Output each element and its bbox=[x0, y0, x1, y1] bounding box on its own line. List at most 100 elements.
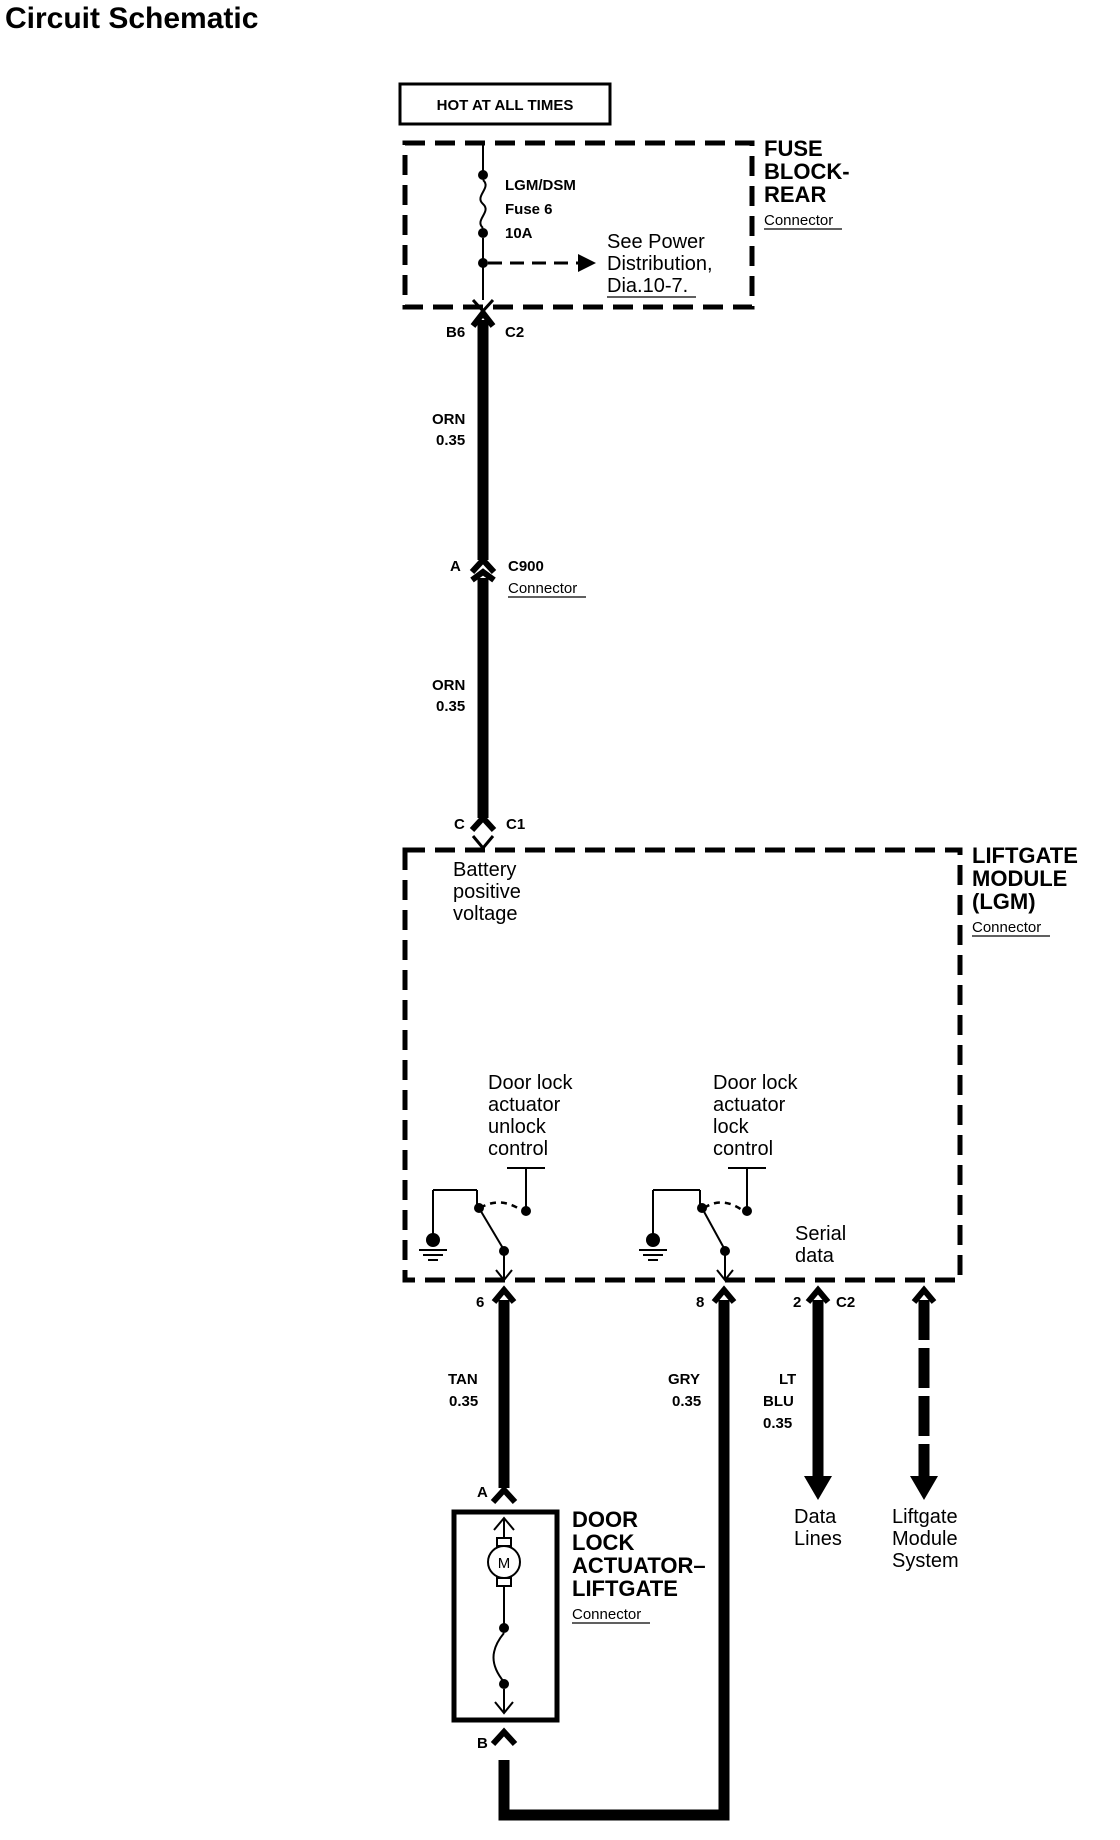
power-distribution-line2: Distribution, bbox=[607, 253, 713, 275]
lock-control-contact bbox=[742, 1206, 752, 1216]
lgm-pin-conn-c2: C2 bbox=[836, 1294, 855, 1311]
unlock-control-dashed-link bbox=[479, 1201, 522, 1212]
fuse-block-rear-outline bbox=[402, 140, 755, 310]
power-distribution-arrow-icon bbox=[578, 254, 596, 272]
hot-at-all-times-label: HOT AT ALL TIMES bbox=[437, 97, 574, 114]
lgm-input-pin-c1: C1 bbox=[506, 816, 525, 833]
fuse-label-line1: LGM/DSM bbox=[505, 177, 576, 194]
c900-connector-lower-icon bbox=[470, 568, 496, 583]
actuator-breaker-icon bbox=[492, 1632, 505, 1683]
unlock-line3: unlock bbox=[488, 1116, 547, 1138]
liftgate-system-line3: System bbox=[892, 1550, 959, 1572]
unlock-switch-output-arrow-icon bbox=[495, 1269, 513, 1282]
battery-line2: positive bbox=[453, 881, 521, 903]
liftgate-system-label: Liftgate Module System bbox=[892, 1506, 959, 1572]
power-distribution-line1: See Power bbox=[607, 231, 705, 253]
serial-data-line1: Serial bbox=[795, 1223, 846, 1245]
lock-control-dashed-link bbox=[703, 1201, 743, 1212]
lock-switch-blade bbox=[701, 1207, 726, 1251]
fuse-icon bbox=[479, 179, 487, 229]
serial-data-label: Serial data bbox=[795, 1223, 846, 1267]
lgm-output-socket-system-icon bbox=[911, 1285, 937, 1304]
lgm-input-pin-c: C bbox=[454, 816, 465, 833]
fuse-block-name: FUSE BLOCK- REAR bbox=[764, 136, 850, 207]
actuator-pin-a-connector-icon bbox=[490, 1485, 518, 1505]
unlock-line1: Door lock bbox=[488, 1072, 573, 1094]
data-lines-line2: Lines bbox=[794, 1528, 842, 1550]
page-title: Circuit Schematic bbox=[5, 2, 259, 35]
wire-lt-blu-gauge: 0.35 bbox=[763, 1415, 792, 1432]
fuse-label-line2: Fuse 6 bbox=[505, 201, 553, 218]
liftgate-module-name: LIFTGATE MODULE (LGM) bbox=[972, 843, 1078, 914]
unlock-line4: control bbox=[488, 1138, 548, 1160]
fuse-splice-dot bbox=[478, 258, 488, 268]
door-lock-actuator-name: DOOR LOCK ACTUATOR– LIFTGATE bbox=[572, 1507, 706, 1601]
liftgate-module-connector-label: Connector bbox=[972, 919, 1041, 936]
wire-lt-blu-color-line2: BLU bbox=[763, 1393, 794, 1410]
unlock-switch-blade bbox=[478, 1207, 505, 1251]
lock-line4: control bbox=[713, 1138, 773, 1160]
actuator-connector-label: Connector bbox=[572, 1606, 641, 1623]
wire-gry-color: GRY bbox=[668, 1371, 700, 1388]
lock-line2: actuator bbox=[713, 1094, 786, 1116]
actuator-pin-b-inner-arrow-icon bbox=[494, 1701, 514, 1715]
c900-connector-upper-icon bbox=[469, 555, 497, 575]
lgm-output-socket-pin8-icon bbox=[711, 1285, 737, 1304]
liftgate-system-line1: Liftgate bbox=[892, 1506, 958, 1528]
unlock-control-contact bbox=[521, 1206, 531, 1216]
c900-name: C900 bbox=[508, 558, 544, 575]
lgm-pin-8: 8 bbox=[696, 1294, 704, 1311]
liftgate-module-name-line3: (LGM) bbox=[972, 889, 1036, 914]
actuator-name-line3: ACTUATOR– bbox=[572, 1553, 706, 1578]
motor-label: M bbox=[498, 1555, 511, 1572]
wire-tan-color: TAN bbox=[448, 1371, 478, 1388]
lgm-input-connector-icon bbox=[469, 813, 497, 833]
unlock-control-label: Door lock actuator unlock control bbox=[488, 1072, 573, 1160]
actuator-pin-b-connector-icon bbox=[490, 1727, 518, 1747]
c900-pin-a: A bbox=[450, 558, 461, 575]
motor-terminal-bottom bbox=[496, 1577, 512, 1587]
lock-ground-dot bbox=[646, 1233, 660, 1247]
lgm-pin-2: 2 bbox=[793, 1294, 801, 1311]
power-distribution-reference: See Power Distribution, Dia.10-7. bbox=[607, 231, 713, 297]
unlock-line2: actuator bbox=[488, 1094, 561, 1116]
actuator-breaker-top bbox=[499, 1623, 509, 1633]
data-lines-arrow-icon bbox=[804, 1476, 832, 1500]
motor-terminal-top bbox=[496, 1537, 512, 1547]
liftgate-module-name-line2: MODULE bbox=[972, 866, 1067, 891]
lock-switch-output-arrow-icon bbox=[716, 1269, 734, 1282]
fuse-terminal-top bbox=[478, 170, 488, 180]
fuse-label: LGM/DSM Fuse 6 10A bbox=[505, 177, 576, 242]
power-distribution-line3: Dia.10-7. bbox=[607, 275, 688, 297]
data-lines-label: Data Lines bbox=[794, 1506, 842, 1550]
wire-orn-mid-color: ORN bbox=[432, 677, 465, 694]
actuator-name-line1: DOOR bbox=[572, 1507, 638, 1532]
door-lock-actuator-outline bbox=[451, 1509, 560, 1723]
wire-lt-blu-color-line1: LT bbox=[779, 1371, 796, 1388]
liftgate-system-line2: Module bbox=[892, 1528, 958, 1550]
battery-line3: voltage bbox=[453, 903, 518, 925]
wire-orn-top-color: ORN bbox=[432, 411, 465, 428]
liftgate-module-outline bbox=[402, 847, 963, 1283]
battery-positive-voltage-label: Battery positive voltage bbox=[453, 859, 521, 925]
actuator-breaker-bottom bbox=[499, 1679, 509, 1689]
fuse-terminal-bottom bbox=[478, 228, 488, 238]
fuse-block-name-line2: BLOCK- bbox=[764, 159, 850, 184]
lock-control-switch bbox=[639, 1167, 766, 1282]
fuse-block-pin-b6: B6 bbox=[446, 324, 465, 341]
lgm-output-socket-pin2-icon bbox=[805, 1285, 831, 1304]
unlock-control-switch bbox=[419, 1167, 545, 1282]
data-lines-line1: Data bbox=[794, 1506, 837, 1528]
fuse-block-name-line3: REAR bbox=[764, 182, 826, 207]
actuator-pin-a: A bbox=[477, 1484, 488, 1501]
fuse-block-name-line1: FUSE bbox=[764, 136, 823, 161]
fuse-block-pin-c2: C2 bbox=[505, 324, 524, 341]
wire-gry bbox=[498, 1300, 730, 1821]
lgm-pin-6: 6 bbox=[476, 1294, 484, 1311]
wire-orn-mid-gauge: 0.35 bbox=[436, 698, 465, 715]
actuator-name-line4: LIFTGATE bbox=[572, 1576, 678, 1601]
lock-line1: Door lock bbox=[713, 1072, 798, 1094]
liftgate-module-name-line1: LIFTGATE bbox=[972, 843, 1078, 868]
hot-at-all-times-box bbox=[398, 82, 612, 126]
